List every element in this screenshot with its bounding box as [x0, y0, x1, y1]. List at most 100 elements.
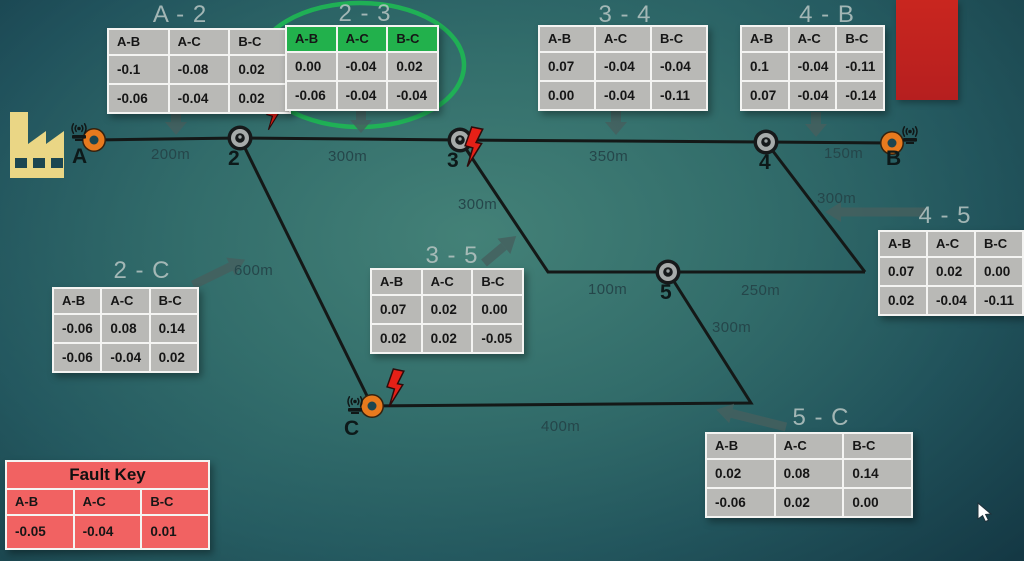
table-title-35: 3 - 5 — [425, 242, 479, 269]
fault-value: 0.00 — [844, 489, 911, 516]
fault-value: -0.05 — [473, 325, 522, 352]
fault-value: 0.00 — [540, 82, 594, 109]
fault-value: 0.02 — [775, 489, 843, 516]
line-4-5 — [764, 141, 867, 273]
fault-value: 0.02 — [707, 460, 774, 487]
node-label-b: B — [886, 147, 902, 170]
col-header: A-C — [596, 27, 650, 51]
fault-value: 0.1 — [742, 53, 788, 80]
distance-23: 300m — [328, 148, 368, 165]
node-label-a: A — [72, 145, 88, 168]
fault-value: -0.04 — [789, 82, 836, 109]
fault-value: -0.04 — [928, 287, 974, 314]
arrow-down-a2 — [165, 110, 187, 135]
col-header: A-B — [54, 289, 101, 313]
node-label-2: 2 — [228, 147, 240, 170]
fault-value: 0.02 — [422, 325, 472, 352]
fault-value: -0.06 — [287, 82, 336, 109]
col-header: A-C — [102, 289, 149, 313]
table-title-34: 3 - 4 — [598, 1, 652, 28]
fault-value: -0.11 — [652, 82, 706, 109]
col-header: A-C — [775, 434, 843, 458]
fault-table-5c: A-B A-C B-C 0.02 0.08 0.14 -0.06 0.02 0.… — [705, 432, 913, 518]
fault-value: -0.04 — [169, 85, 229, 112]
distance-45-diag: 300m — [817, 190, 857, 207]
table-title-45: 4 - 5 — [918, 202, 972, 229]
fault-value: 0.08 — [102, 315, 149, 342]
arrow-down-34 — [605, 110, 627, 135]
node-label-4: 4 — [759, 151, 771, 174]
fault-value: 0.00 — [287, 53, 336, 80]
line-3-5 — [458, 139, 865, 274]
fault-value: -0.06 — [707, 489, 774, 516]
antenna-icon-c — [347, 396, 363, 415]
fault-key-value: -0.04 — [74, 516, 141, 548]
fault-table-2c: A-B A-C B-C -0.06 0.08 0.14 -0.06 -0.04 … — [52, 287, 199, 373]
col-header: B-C — [388, 27, 437, 51]
line-5-c — [371, 271, 754, 408]
col-header: A-C — [422, 270, 472, 294]
col-header: A-B — [540, 27, 594, 51]
col-header: A-C — [337, 27, 387, 51]
fault-value: 0.07 — [540, 53, 594, 80]
fault-value: 0.07 — [372, 296, 421, 323]
fault-table-34: A-B A-C B-C 0.07 -0.04 -0.04 0.00 -0.04 … — [538, 25, 708, 111]
col-header: A-C — [169, 30, 229, 54]
line-2-c — [238, 137, 374, 407]
arrow-35 — [481, 236, 517, 267]
fault-value: 0.14 — [150, 315, 197, 342]
col-header: B-C — [844, 434, 911, 458]
col-header: A-B — [287, 27, 336, 51]
fault-bolt-near-c-icon — [386, 368, 405, 408]
distance-35-diag: 300m — [458, 196, 498, 213]
col-header: A-C — [928, 232, 974, 256]
col-header: B-C — [142, 490, 208, 514]
table-title-2c: 2 - C — [113, 257, 171, 284]
col-header: B-C — [837, 27, 883, 51]
red-alert-rectangle — [896, 0, 958, 100]
node-label-c: C — [344, 417, 360, 440]
distance-5c-horiz: 400m — [541, 418, 581, 435]
fault-value: -0.04 — [337, 53, 387, 80]
col-header: B-C — [230, 30, 289, 54]
fault-value: -0.06 — [54, 344, 101, 371]
fault-table-45: A-B A-C B-C 0.07 0.02 0.00 0.02 -0.04 -0… — [878, 230, 1024, 316]
fault-value: -0.1 — [109, 56, 168, 83]
factory-icon — [10, 112, 64, 178]
fault-key-value: 0.01 — [142, 516, 208, 548]
antenna-icon-a — [71, 123, 87, 142]
distance-a2: 200m — [151, 146, 191, 163]
distance-5c-diag: 300m — [712, 319, 752, 336]
fault-value: 0.00 — [976, 258, 1022, 285]
fault-value: -0.04 — [789, 53, 836, 80]
fault-value: -0.04 — [596, 82, 650, 109]
table-title-23: 2 - 3 — [338, 0, 392, 27]
fault-value: 0.14 — [844, 460, 911, 487]
table-title-a2: A - 2 — [152, 1, 208, 28]
col-header: B-C — [150, 289, 197, 313]
col-header: A-B — [707, 434, 774, 458]
fault-table-35: A-B A-C B-C 0.07 0.02 0.00 0.02 0.02 -0.… — [370, 268, 524, 354]
distance-2c: 600m — [234, 262, 274, 279]
arrow-down-4b — [805, 112, 827, 137]
node-label-3: 3 — [447, 149, 459, 172]
col-header: B-C — [976, 232, 1022, 256]
fault-value: -0.14 — [837, 82, 883, 109]
fault-value: -0.04 — [337, 82, 387, 109]
fault-value: 0.00 — [473, 296, 522, 323]
node-label-5: 5 — [660, 281, 672, 304]
distance-4b: 150m — [824, 145, 864, 162]
col-header: A-B — [372, 270, 421, 294]
fault-value: 0.08 — [775, 460, 843, 487]
fault-value: 0.02 — [372, 325, 421, 352]
fault-value: -0.08 — [169, 56, 229, 83]
fault-value: -0.04 — [652, 53, 706, 80]
fault-key-title: Fault Key — [7, 462, 208, 488]
fault-value: 0.02 — [422, 296, 472, 323]
fault-value: -0.04 — [102, 344, 149, 371]
table-title-4b: 4 - B — [799, 1, 855, 28]
fault-value: 0.07 — [742, 82, 788, 109]
distance-34: 350m — [589, 148, 629, 165]
arrow-5c — [716, 403, 788, 432]
